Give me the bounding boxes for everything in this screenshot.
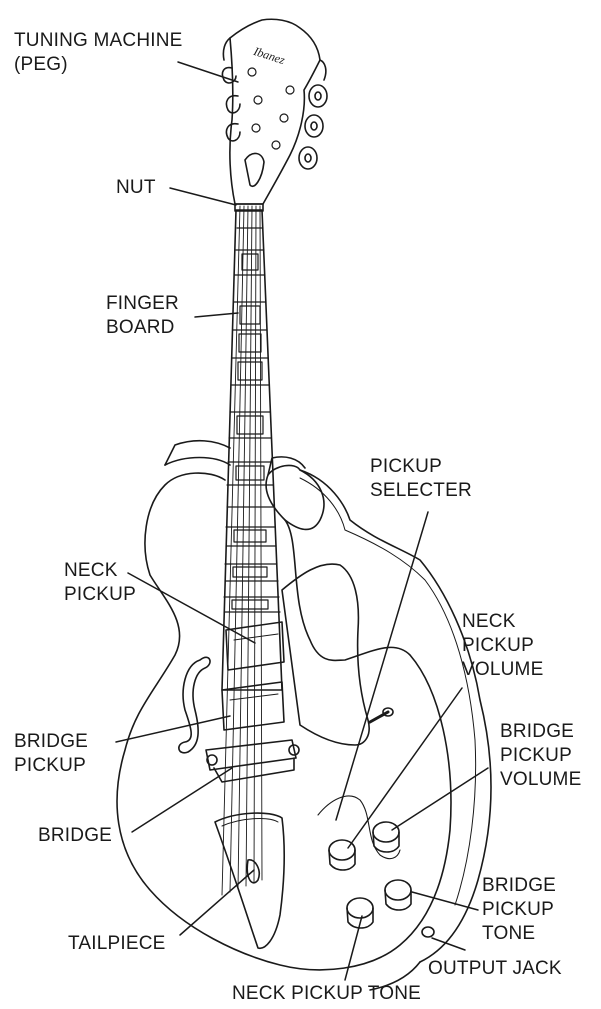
neck <box>221 203 283 691</box>
leader-output-jack <box>431 937 466 951</box>
neck-pickup-unit <box>225 621 285 671</box>
bridge-unit <box>205 739 300 783</box>
label-finger-board: FINGER BOARD <box>106 293 179 338</box>
pickup-selector-switch <box>368 707 394 724</box>
leader-bridge-pickup-tone <box>411 891 479 911</box>
tuner-buttons-right <box>298 84 328 170</box>
label-neck-pickup-volume: NECK PICKUP VOLUME <box>462 611 544 680</box>
label-tuning-machine: TUNING MACHINE (PEG) <box>14 30 183 75</box>
headstock: Ibanez <box>221 18 328 205</box>
label-bridge-pickup: BRIDGE PICKUP <box>14 731 89 776</box>
leader-tailpiece <box>179 869 255 936</box>
control-cable <box>317 795 401 860</box>
truss-rod-cover <box>244 152 265 187</box>
label-output-jack: OUTPUT JACK <box>428 958 562 979</box>
strings <box>221 205 263 896</box>
label-bridge: BRIDGE <box>38 825 113 846</box>
label-bridge-pickup-volume: BRIDGE PICKUP VOLUME <box>500 721 582 790</box>
leader-bridge-pickup-volume <box>391 767 489 831</box>
label-neck-pickup: NECK PICKUP <box>64 560 136 605</box>
leader-neck-pickup <box>127 572 256 644</box>
tailpiece-unit <box>214 812 285 949</box>
label-nut: NUT <box>116 177 156 198</box>
bridge-pickup-unit <box>221 681 285 731</box>
leader-nut <box>169 187 237 206</box>
fingerboard-outline <box>221 209 283 691</box>
frets <box>223 227 281 613</box>
pickguard <box>281 563 370 746</box>
leader-tuning-machine <box>177 61 239 83</box>
body-cutaway <box>265 464 325 531</box>
headstock-outline <box>229 18 321 205</box>
leader-pickup-selecter <box>335 511 429 821</box>
label-pickup-selecter: PICKUP SELECTER <box>370 456 472 501</box>
output-jack-plate <box>421 926 435 938</box>
leader-neck-pickup-tone <box>344 915 363 981</box>
leader-bridge <box>131 767 233 833</box>
body-side-outline <box>299 469 492 963</box>
headstock-logo: Ibanez <box>251 44 287 68</box>
label-tailpiece: TAILPIECE <box>68 933 166 954</box>
headstock-side <box>222 37 327 81</box>
body-binding <box>299 477 477 906</box>
leader-lines <box>115 61 489 981</box>
string-posts <box>247 67 295 150</box>
label-neck-pickup-tone: NECK PICKUP TONE <box>232 983 422 1004</box>
leader-neck-pickup-volume <box>347 687 463 849</box>
leader-bridge-pickup <box>115 715 231 743</box>
f-hole <box>178 656 211 754</box>
label-bridge-pickup-tone: BRIDGE PICKUP TONE <box>482 875 557 944</box>
control-knobs <box>328 821 412 929</box>
guitar-body <box>116 439 492 991</box>
leader-finger-board <box>194 312 239 318</box>
